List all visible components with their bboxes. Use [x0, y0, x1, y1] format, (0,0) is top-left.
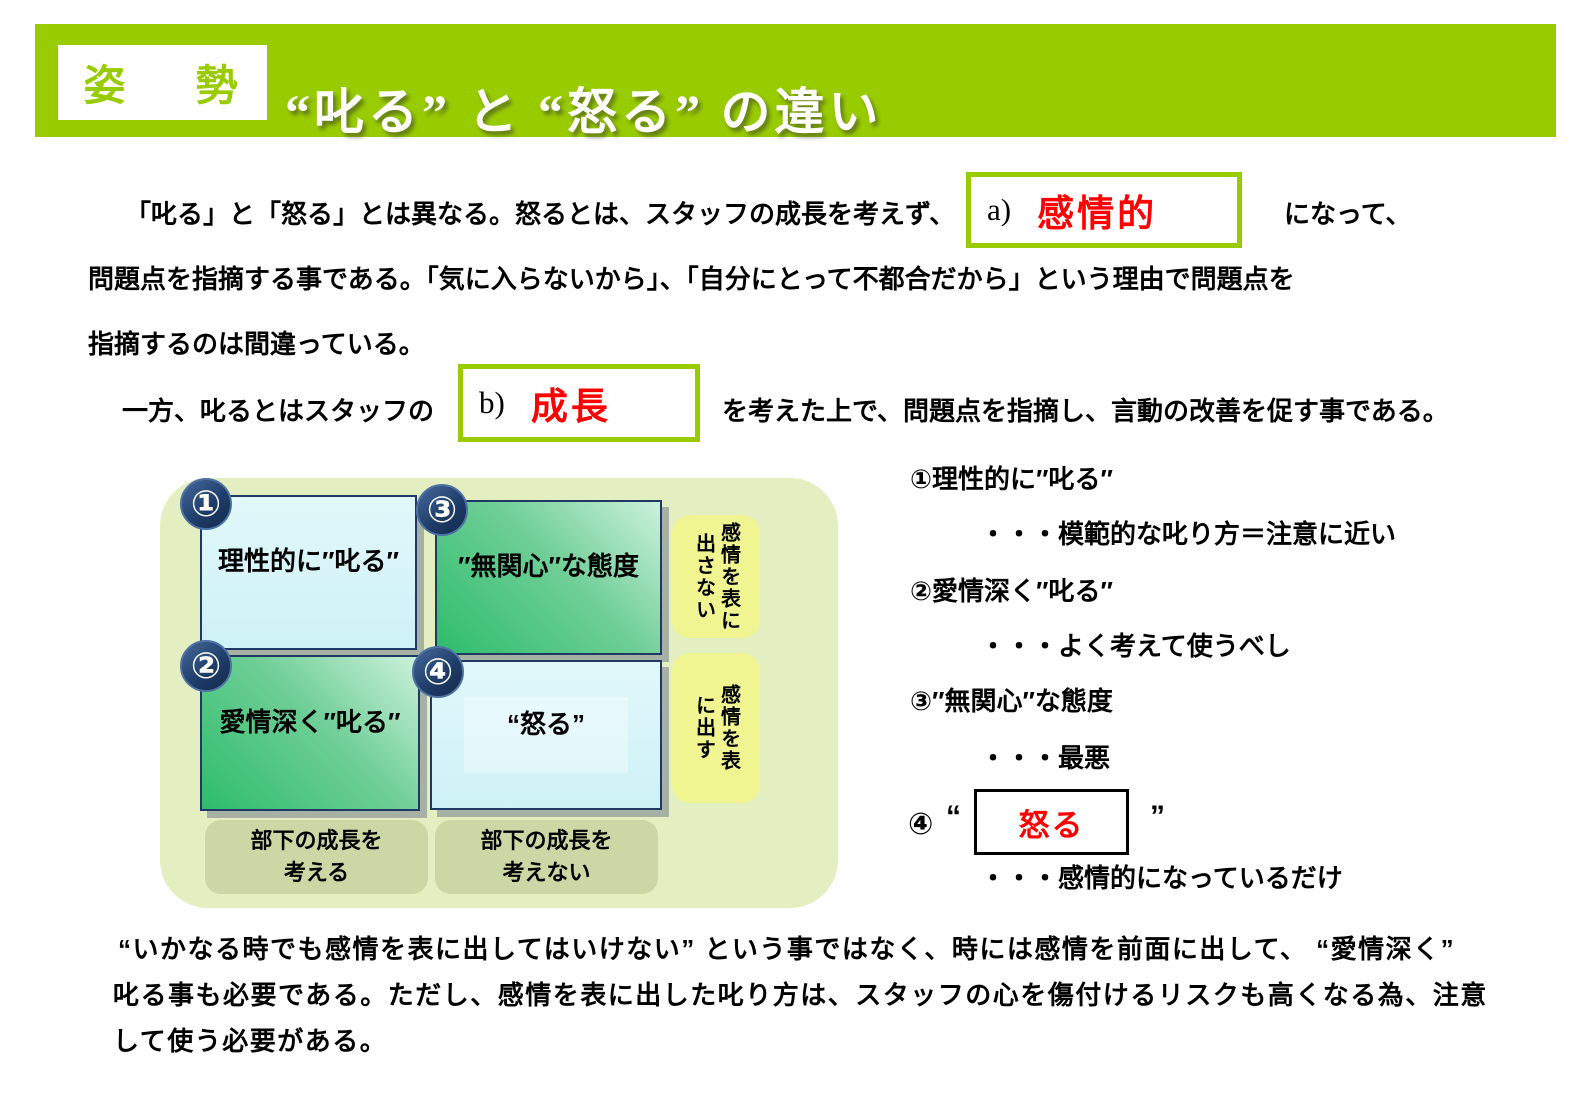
- emphasis-box-a: a) 感情的: [966, 172, 1242, 248]
- axis-label-emotion-shown-col1: 感情を表: [717, 684, 740, 772]
- emphasis-a-label: a): [987, 192, 1012, 227]
- footer-line-1: “いかなる時でも感情を表に出してはいけない” という事ではなく、時には感情を前面…: [118, 934, 1456, 964]
- emphasis-a-value: 感情的: [1037, 193, 1158, 234]
- intro-line-4: 一方、叱るとはスタッフの: [122, 396, 435, 426]
- emphasis-b-value: 成長: [530, 386, 611, 427]
- badge-3: ③: [416, 484, 468, 536]
- page-title: “叱る” と “怒る” の違い: [285, 84, 883, 140]
- badge-2: ②: [180, 640, 232, 692]
- quadrant-indifferent: ″無関心″な態度: [435, 500, 662, 655]
- note-3-heading: ③″無関心″な態度: [910, 686, 1113, 716]
- notes-list: ①理性的に″叱る″ ・・・模範的な叱り方＝注意に近い ②愛情深く″叱る″ ・・・…: [900, 455, 1570, 925]
- note-4-open-quote: “: [946, 800, 961, 833]
- posture-label: 姿 勢: [58, 45, 267, 120]
- note-2-heading: ②愛情深く″叱る″: [910, 576, 1113, 606]
- axis-label-growth-ignored-line1: 部下の成長を: [480, 828, 613, 854]
- emphasis-box-b: b) 成長: [458, 364, 700, 442]
- badge-4: ④: [412, 646, 464, 698]
- header-bar: 姿 勢 “叱る” と “怒る” の違い: [35, 24, 1556, 140]
- quadrant-anger-label: “怒る”: [506, 708, 585, 739]
- intro-line-2: 問題点を指摘する事である。「気に入らないから」、「自分にとって不都合だから」とい…: [88, 264, 1295, 294]
- axis-label-growth-considered: 部下の成長を 考える: [205, 820, 428, 894]
- footer-line-2: 叱る事も必要である。ただし、感情を表に出した叱り方は、スタッフの心を傷付けるリス…: [113, 980, 1488, 1010]
- axis-label-growth-ignored: 部下の成長を 考えない: [435, 820, 658, 894]
- note-4-number: ④: [908, 808, 934, 841]
- axis-label-growth-considered-line1: 部下の成長を: [250, 828, 383, 854]
- note-1-detail: ・・・模範的な叱り方＝注意に近い: [980, 519, 1397, 549]
- note-2-detail: ・・・よく考えて使うべし: [980, 631, 1291, 661]
- quadrant-affectionate-scold: 愛情深く″叱る″: [200, 655, 420, 811]
- axis-label-growth-considered-line2: 考える: [283, 860, 350, 885]
- note-4-close-quote: ”: [1150, 800, 1165, 833]
- footer-line-3: して使う必要がある。: [113, 1026, 388, 1056]
- axis-label-growth-ignored-line2: 考えない: [502, 860, 591, 885]
- quadrant-rational-scold-label: 理性的に″叱る″: [218, 546, 399, 576]
- note-4-anger-box: 怒る: [974, 789, 1129, 855]
- quadrant-anger-highlight: [463, 697, 629, 773]
- intro-line-1: 「叱る」と「怒る」とは異なる。怒るとは、スタッフの成長を考えず、: [125, 199, 956, 229]
- quadrant-indifferent-label: ″無関心″な態度: [458, 551, 639, 581]
- scold-anger-matrix: 理性的に″叱る″ ″無関心″な態度 愛情深く″叱る″ “怒る” ① ③ ② ④ …: [160, 478, 838, 908]
- axis-label-emotion-hidden: 感情を表に 出さない: [672, 515, 760, 638]
- axis-label-emotion-hidden-col1: 感情を表に: [717, 521, 740, 632]
- badge-1: ①: [180, 478, 232, 530]
- intro-line-3: 指摘するのは間違っている。: [88, 329, 425, 359]
- axis-label-emotion-shown-col2: に出す: [692, 695, 715, 761]
- quadrant-anger: “怒る”: [430, 660, 662, 810]
- axis-label-emotion-shown: 感情を表 に出す: [672, 653, 760, 803]
- quadrant-rational-scold: 理性的に″叱る″: [200, 495, 417, 650]
- axis-label-emotion-hidden-col2: 出さない: [692, 532, 715, 621]
- intro-line-4-post: を考えた上で、問題点を指摘し、言動の改善を促す事である。: [722, 396, 1449, 426]
- quadrant-affectionate-scold-label: 愛情深く″叱る″: [219, 706, 401, 737]
- note-1-heading: ①理性的に″叱る″: [910, 464, 1113, 494]
- intro-line-1-post: になって、: [1284, 199, 1412, 229]
- note-3-detail: ・・・最悪: [980, 743, 1111, 773]
- emphasis-b-label: b): [479, 385, 505, 420]
- note-4-detail: ・・・感情的になっているだけ: [980, 863, 1343, 893]
